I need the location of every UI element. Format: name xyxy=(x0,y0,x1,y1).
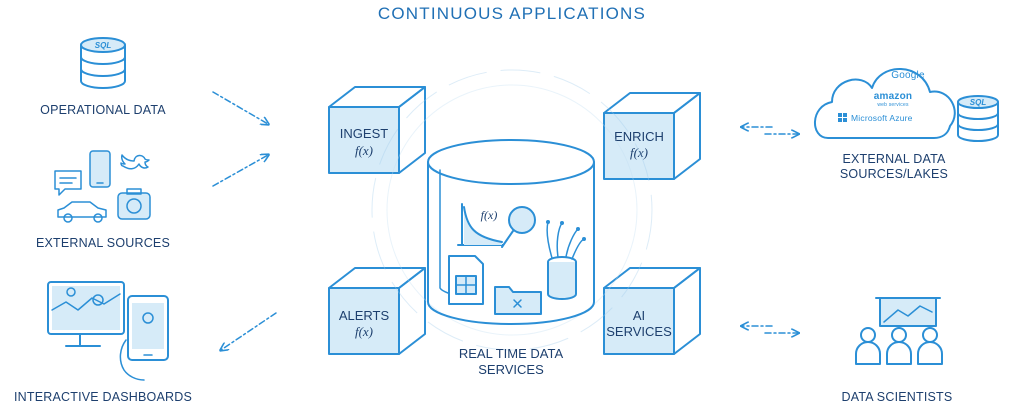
car-icon xyxy=(57,201,107,223)
data-cylinder-icon xyxy=(546,220,586,300)
ingest-label: INGEST xyxy=(340,126,388,141)
dashboard-icon xyxy=(47,281,169,381)
chart-fx: f(x) xyxy=(481,208,498,222)
db-label-right: SQL xyxy=(970,98,987,107)
spreadsheet-icon xyxy=(448,255,484,305)
data-scientists-label: DATA SCIENTISTS xyxy=(842,390,953,404)
enrich-label: ENRICH xyxy=(614,129,664,144)
ai-services-cube: AI SERVICES xyxy=(603,267,701,355)
ai-services-line2: SERVICES xyxy=(606,324,672,339)
db-label: SQL xyxy=(95,41,112,50)
interactive-dashboards-label: INTERACTIVE DASHBOARDS xyxy=(14,390,192,404)
sql-database-icon: SQL xyxy=(80,37,126,89)
center-label-line1: REAL TIME DATA xyxy=(459,346,564,361)
data-scientists-icon xyxy=(855,297,943,365)
magnifier-icon xyxy=(501,206,536,248)
windows-icon xyxy=(838,113,847,122)
alerts-cube: ALERTS f(x) xyxy=(328,267,426,355)
external-data-label-line1: EXTERNAL DATA xyxy=(842,152,946,166)
camera-icon xyxy=(117,188,151,220)
background-rings xyxy=(371,69,653,351)
ai-services-line1: AI xyxy=(633,308,645,323)
amazon-sub-label: web services xyxy=(877,102,909,108)
enrich-cube: ENRICH f(x) xyxy=(603,92,701,180)
external-sources-label: EXTERNAL SOURCES xyxy=(36,236,170,250)
alerts-fx: f(x) xyxy=(355,324,373,339)
enrich-fx: f(x) xyxy=(630,145,648,160)
alerts-label: ALERTS xyxy=(339,308,390,323)
operational-data-label: OPERATIONAL DATA xyxy=(40,103,166,117)
external-sources-icons xyxy=(54,150,151,223)
cloud-icon: Google amazon web services Microsoft Azu… xyxy=(814,68,956,139)
left-arrows xyxy=(212,91,277,350)
real-time-data-cylinder xyxy=(427,139,595,325)
twitter-icon xyxy=(120,154,150,170)
google-label: Google xyxy=(891,70,925,81)
azure-label: Microsoft Azure xyxy=(851,113,913,123)
external-data-label-line2: SOURCES/LAKES xyxy=(840,167,948,181)
sql-database-icon-right: SQL xyxy=(957,95,999,142)
right-arrows xyxy=(742,127,798,333)
phone-icon xyxy=(89,150,111,188)
ingest-fx: f(x) xyxy=(355,143,373,158)
ingest-cube: INGEST f(x) xyxy=(328,86,426,174)
folder-icon xyxy=(494,286,542,315)
center-label-line2: SERVICES xyxy=(478,362,544,377)
amazon-label: amazon xyxy=(874,91,912,102)
diagram-title: CONTINUOUS APPLICATIONS xyxy=(378,4,646,23)
function-chart-icon: f(x) xyxy=(457,203,504,246)
chat-icon xyxy=(54,170,82,196)
